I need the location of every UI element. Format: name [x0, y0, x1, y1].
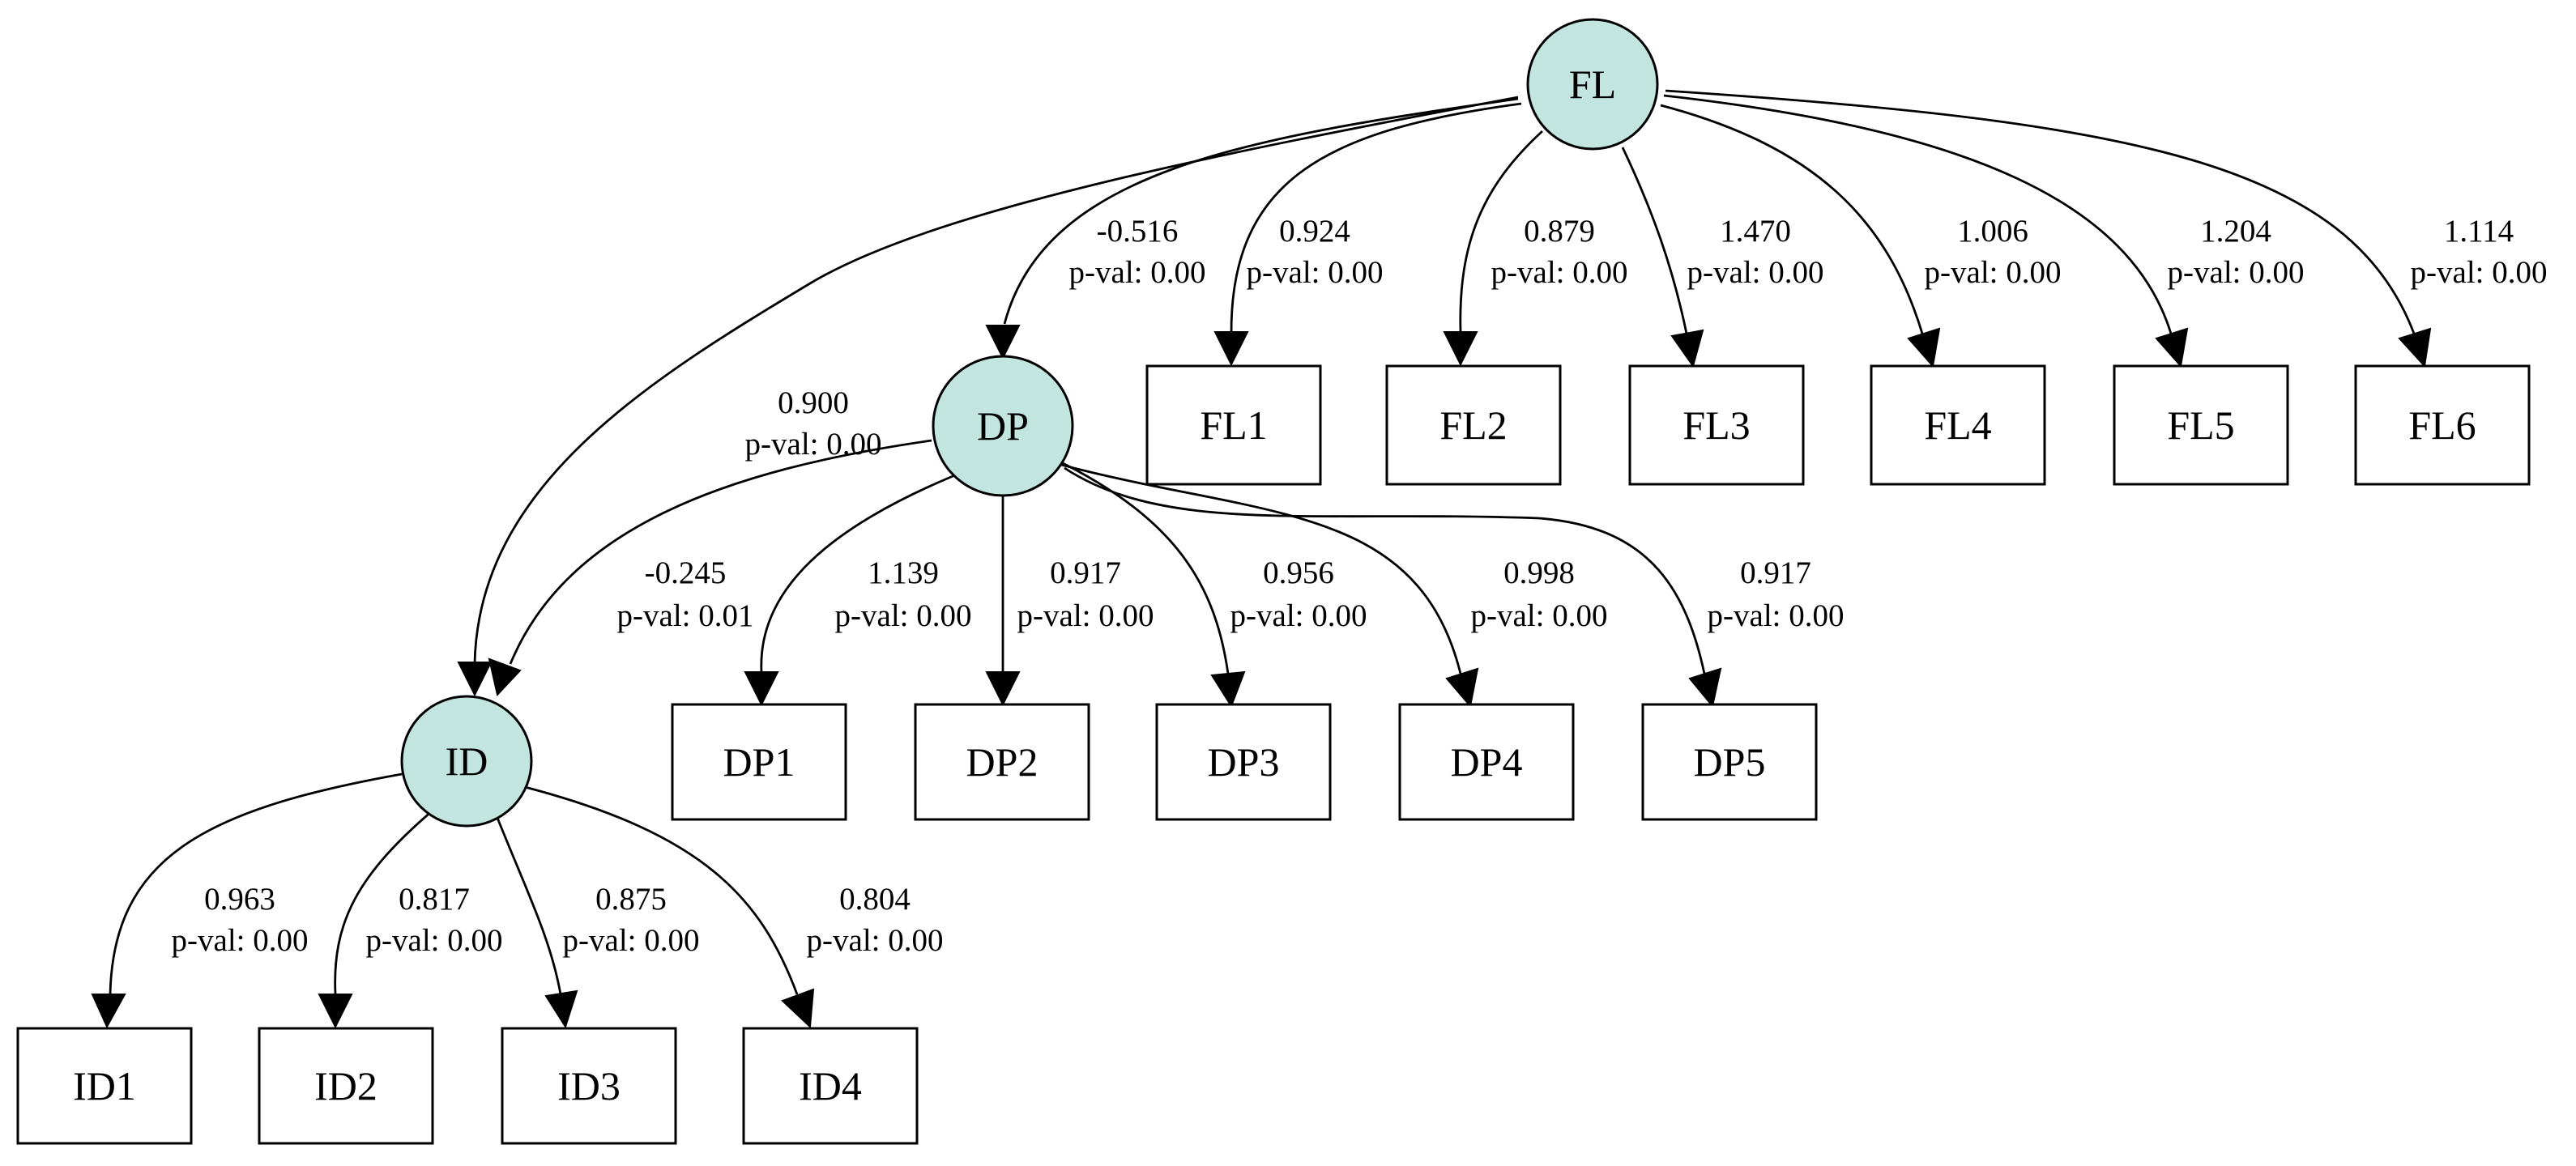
edge-label-dp-dp3-pval: p-val: 0.00	[1230, 598, 1367, 633]
latent-node-fl-label: FL	[1569, 62, 1616, 107]
observed-node-dp1-label: DP1	[723, 739, 795, 785]
edge-label-fl-fl2-pval: p-val: 0.00	[1491, 255, 1628, 290]
edge-label-dp-dp2-pval: p-val: 0.00	[1017, 598, 1154, 633]
edge-dp-to-dp4[interactable]: 0.998 p-val: 0.00	[1060, 463, 1608, 709]
edge-label-fl-fl4-estimate: 1.006	[1957, 214, 2028, 249]
edge-label-id-id4-estimate: 0.804	[839, 882, 911, 917]
latent-node-dp-label: DP	[977, 403, 1029, 449]
observed-node-fl5[interactable]: FL5	[2113, 364, 2289, 486]
edge-fl-to-fl2[interactable]: 0.879 p-val: 0.00	[1443, 130, 1628, 367]
observed-node-fl1-label: FL1	[1200, 402, 1267, 448]
edge-label-dp-id-estimate: -0.245	[645, 555, 727, 590]
edge-label-dp-dp5-pval: p-val: 0.00	[1708, 598, 1845, 633]
edge-id-to-id4[interactable]: 0.804 p-val: 0.00	[524, 785, 944, 1029]
edge-label-id-id2-pval: p-val: 0.00	[366, 923, 503, 958]
observed-node-dp1[interactable]: DP1	[671, 703, 847, 821]
edge-label-id-id1-estimate: 0.963	[204, 882, 275, 917]
edge-fl-to-dp[interactable]: -0.516 p-val: 0.00	[985, 97, 1519, 360]
observed-node-dp4-label: DP4	[1451, 739, 1523, 785]
observed-node-fl2-label: FL2	[1439, 402, 1507, 448]
edge-dp-to-dp5[interactable]: 0.917 p-val: 0.00	[1064, 466, 1845, 709]
edge-label-dp-dp3-estimate: 0.956	[1263, 555, 1334, 590]
latent-node-id-label: ID	[446, 738, 488, 784]
edge-fl-to-fl3[interactable]: 1.470 p-val: 0.00	[1621, 147, 1824, 368]
edge-label-fl-fl1-pval: p-val: 0.00	[1247, 255, 1384, 290]
observed-node-fl2[interactable]: FL2	[1385, 364, 1562, 486]
edge-dp-to-dp1[interactable]: 1.139 p-val: 0.00	[744, 468, 972, 707]
edge-label-fl-dp-estimate: -0.516	[1097, 214, 1179, 249]
observed-node-dp5[interactable]: DP5	[1641, 703, 1818, 821]
edge-label-fl-fl3-estimate: 1.470	[1720, 214, 1791, 249]
edge-label-fl-fl3-pval: p-val: 0.00	[1687, 255, 1824, 290]
latent-node-fl[interactable]: FL	[1526, 18, 1659, 151]
observed-node-id1[interactable]: ID1	[16, 1027, 193, 1145]
observed-node-dp3[interactable]: DP3	[1155, 703, 1332, 821]
edge-dp-to-dp3[interactable]: 0.956 p-val: 0.00	[1056, 458, 1367, 709]
edge-id-to-id1[interactable]: 0.963 p-val: 0.00	[91, 772, 403, 1029]
observed-node-fl4[interactable]: FL4	[1870, 364, 2046, 486]
edge-label-fl-fl4-pval: p-val: 0.00	[1925, 255, 2062, 290]
observed-nodes: FL1 FL2 FL3 FL4 FL5 FL6 DP1 DP2	[16, 364, 2531, 1145]
observed-node-id3[interactable]: ID3	[501, 1027, 677, 1145]
edge-label-fl-fl5-pval: p-val: 0.00	[2168, 255, 2305, 290]
edge-label-id-id1-pval: p-val: 0.00	[172, 923, 309, 958]
observed-node-dp4[interactable]: DP4	[1398, 703, 1575, 821]
edge-dp-to-id[interactable]: -0.245 p-val: 0.01	[488, 439, 932, 697]
edge-label-id-id3-estimate: 0.875	[595, 882, 667, 917]
observed-node-fl4-label: FL4	[1924, 402, 1991, 448]
edge-label-dp-dp4-estimate: 0.998	[1503, 555, 1575, 590]
observed-node-dp2-label: DP2	[966, 739, 1039, 785]
edge-fl-to-fl5[interactable]: 1.204 p-val: 0.00	[1663, 94, 2305, 368]
edge-fl-to-fl4[interactable]: 1.006 p-val: 0.00	[1660, 104, 2062, 368]
edge-label-fl-fl6-estimate: 1.114	[2444, 214, 2514, 249]
edge-label-id-id2-estimate: 0.817	[399, 882, 470, 917]
edge-label-fl-id-estimate: 0.900	[778, 385, 849, 420]
edge-label-dp-dp1-pval: p-val: 0.00	[835, 598, 972, 633]
edge-label-dp-dp1-estimate: 1.139	[868, 555, 939, 590]
edge-label-dp-id-pval: p-val: 0.01	[617, 598, 754, 633]
edges: 0.900 p-val: 0.00 -0.516 p-val: 0.00 0.9…	[91, 89, 2548, 1029]
edge-label-fl-fl6-pval: p-val: 0.00	[2411, 255, 2548, 290]
observed-node-fl5-label: FL5	[2167, 402, 2234, 448]
edge-fl-to-fl1[interactable]: 0.924 p-val: 0.00	[1213, 102, 1522, 367]
observed-node-id3-label: ID3	[557, 1063, 621, 1109]
observed-node-id2-label: ID2	[314, 1063, 377, 1109]
edge-dp-to-dp2[interactable]: 0.917 p-val: 0.00	[985, 496, 1154, 707]
edge-label-fl-fl1-estimate: 0.924	[1279, 214, 1350, 249]
observed-node-dp2[interactable]: DP2	[914, 703, 1090, 821]
observed-node-id4-label: ID4	[799, 1063, 862, 1109]
edge-label-id-id4-pval: p-val: 0.00	[807, 923, 944, 958]
observed-node-id2[interactable]: ID2	[258, 1027, 434, 1145]
latent-node-id[interactable]: ID	[400, 695, 533, 828]
edge-label-fl-fl2-estimate: 0.879	[1524, 214, 1595, 249]
latent-nodes: FL DP ID	[400, 18, 1659, 828]
observed-node-fl6-label: FL6	[2408, 402, 2476, 448]
edge-label-dp-dp4-pval: p-val: 0.00	[1471, 598, 1608, 633]
observed-node-id1-label: ID1	[73, 1063, 136, 1109]
edge-fl-to-fl6[interactable]: 1.114 p-val: 0.00	[1665, 89, 2548, 368]
observed-node-fl6[interactable]: FL6	[2354, 364, 2531, 486]
edge-label-fl-dp-pval: p-val: 0.00	[1069, 255, 1206, 290]
observed-node-fl1[interactable]: FL1	[1145, 364, 1322, 486]
edge-label-dp-dp2-estimate: 0.917	[1050, 555, 1121, 590]
latent-node-dp[interactable]: DP	[932, 355, 1074, 497]
edge-label-id-id3-pval: p-val: 0.00	[563, 923, 700, 958]
edge-label-dp-dp5-estimate: 0.917	[1740, 555, 1811, 590]
edge-id-to-id2[interactable]: 0.817 p-val: 0.00	[318, 805, 503, 1029]
observed-node-id4[interactable]: ID4	[742, 1027, 919, 1145]
edge-fl-to-id[interactable]: 0.900 p-val: 0.00	[457, 96, 1519, 697]
edge-label-fl-fl5-estimate: 1.204	[2200, 214, 2271, 249]
edge-id-to-id3[interactable]: 0.875 p-val: 0.00	[496, 817, 700, 1029]
observed-node-fl3-label: FL3	[1683, 402, 1750, 448]
observed-node-dp5-label: DP5	[1694, 739, 1766, 785]
observed-node-fl3[interactable]: FL3	[1628, 364, 1805, 486]
edge-label-fl-id-pval: p-val: 0.00	[745, 427, 882, 462]
observed-node-dp3-label: DP3	[1208, 739, 1280, 785]
